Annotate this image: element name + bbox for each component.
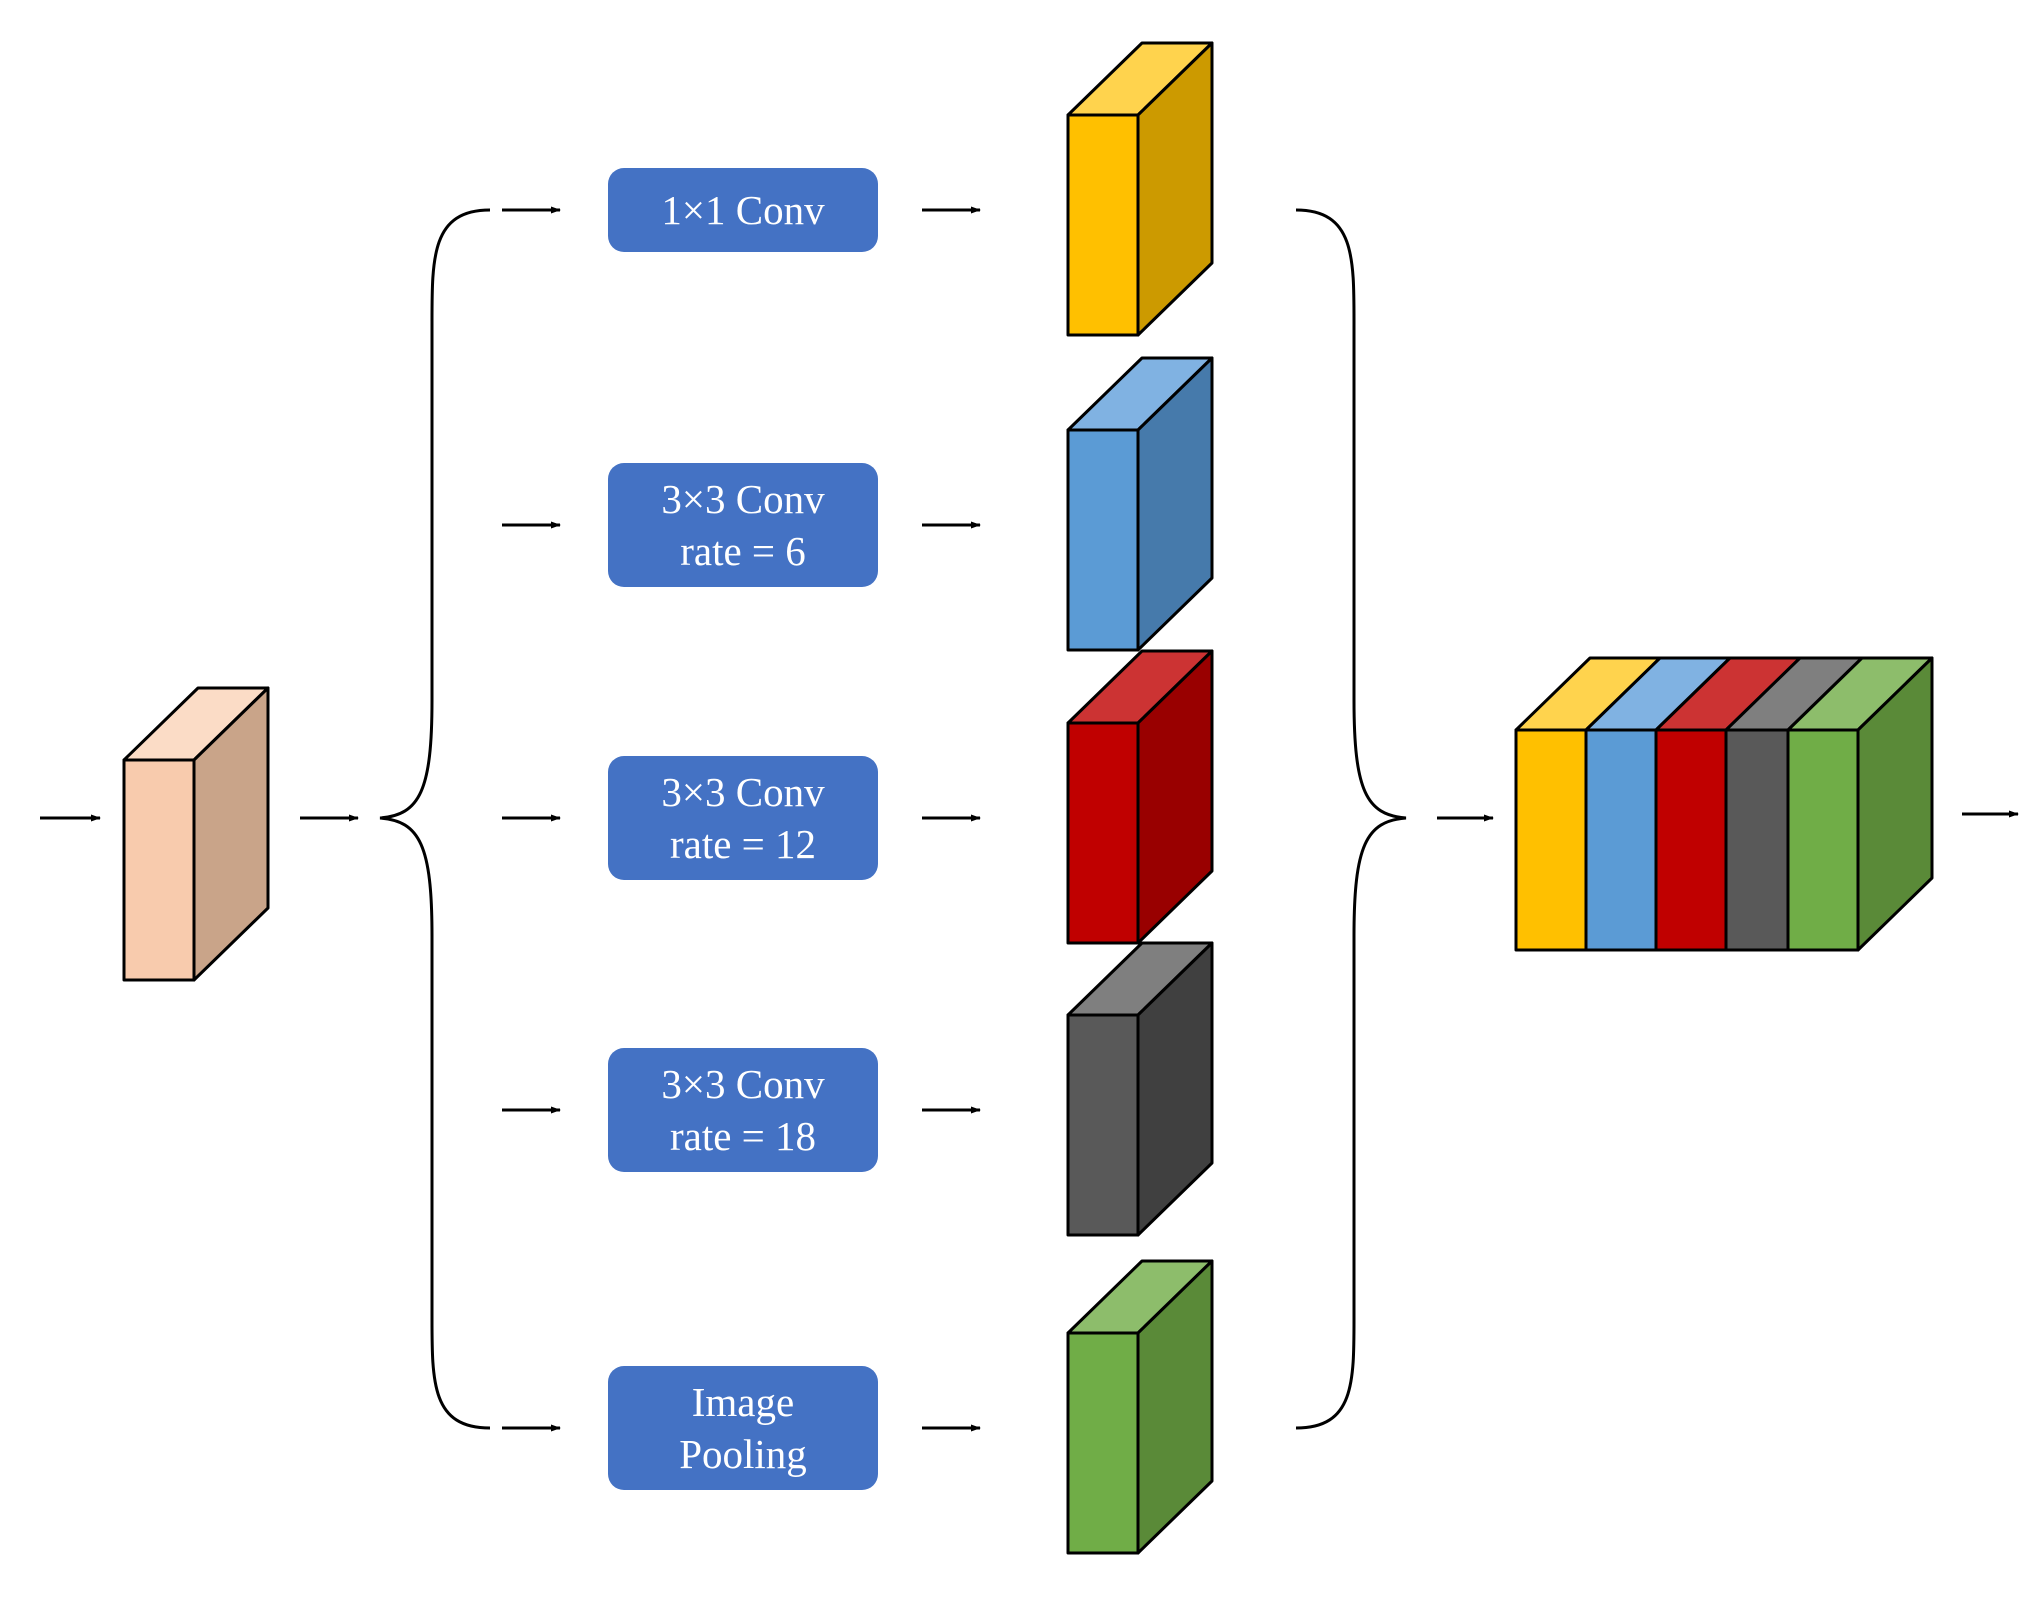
- conv-op-label: rate = 18: [670, 1113, 816, 1159]
- conv-op-label: rate = 6: [680, 528, 806, 574]
- branch-feature-block: [1066, 356, 1214, 652]
- concat-slice-front: [1654, 728, 1728, 952]
- branch-feature-block: [1066, 1259, 1214, 1555]
- concat-slice-front: [1724, 728, 1790, 952]
- input-block-front: [122, 758, 196, 982]
- concat-slice-front: [1786, 728, 1860, 952]
- conv-op-box: [608, 1048, 878, 1172]
- feature-block-front: [1066, 1013, 1140, 1237]
- branches: 1×1 Conv 3×3 Conv rate = 6 3×3 Conv rate = 1…: [502, 41, 1214, 1555]
- right-brace: [1295, 208, 1407, 1430]
- branch-feature-block: [1066, 649, 1214, 945]
- left-brace: [379, 208, 491, 1430]
- concat-slice-front: [1514, 728, 1588, 952]
- conv-op-label: Image: [692, 1379, 794, 1425]
- branch-3: 3×3 Conv rate = 12: [502, 649, 1214, 945]
- conv-op-label: rate = 12: [670, 821, 816, 867]
- conv-op-label: 3×3 Conv: [661, 769, 825, 815]
- conv-op-label: 1×1 Conv: [661, 187, 825, 233]
- conv-op-box: [608, 756, 878, 880]
- conv-op-box: [608, 1366, 878, 1490]
- concat-block-side: [1856, 656, 1934, 952]
- conv-op-label: Pooling: [679, 1431, 807, 1477]
- feature-block-front: [1066, 113, 1140, 337]
- input-feature-block: [122, 686, 270, 982]
- conv-op-box: [608, 168, 878, 252]
- branch-feature-block: [1066, 941, 1214, 1237]
- concat-slice-front: [1584, 728, 1658, 952]
- branch-1: 1×1 Conv: [502, 41, 1214, 337]
- feature-block-front: [1066, 1331, 1140, 1555]
- branch-4: 3×3 Conv rate = 18: [502, 941, 1214, 1237]
- feature-block-front: [1066, 428, 1140, 652]
- conv-op-label: 3×3 Conv: [661, 476, 825, 522]
- conv-op-label: 3×3 Conv: [661, 1061, 825, 1107]
- concatenated-feature-block: [1514, 656, 1934, 952]
- branch-feature-block: [1066, 41, 1214, 337]
- conv-op-box: [608, 463, 878, 587]
- branch-2: 3×3 Conv rate = 6: [502, 356, 1214, 652]
- feature-block-front: [1066, 721, 1140, 945]
